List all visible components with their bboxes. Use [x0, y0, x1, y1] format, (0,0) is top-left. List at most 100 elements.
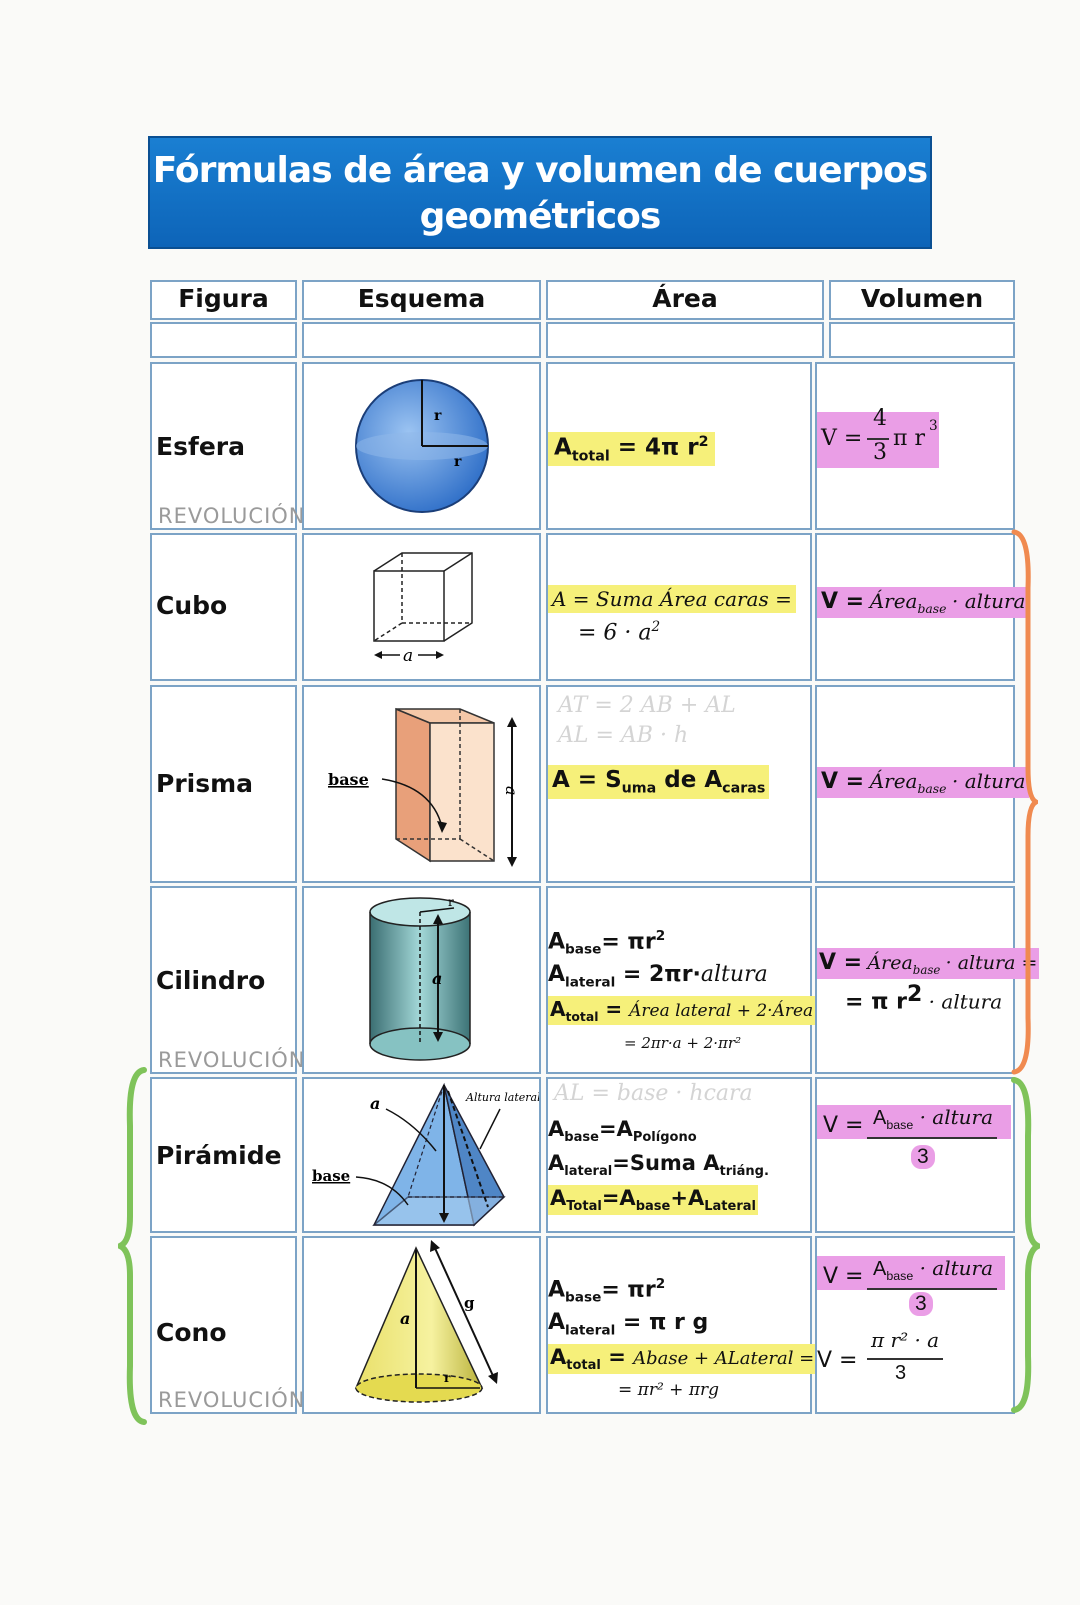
area-line-result: = πr² + πrg — [618, 1380, 719, 1400]
faint-erased-text: AT = 2 AB + AL — [558, 693, 736, 718]
symbol: A — [548, 929, 566, 955]
radius-label: r — [454, 454, 462, 470]
green-brace-left — [118, 1067, 147, 1425]
formula-lhs: V = — [823, 1264, 864, 1289]
subscript: triáng. — [719, 1164, 769, 1180]
formula-lhs: V = — [821, 426, 863, 451]
area-line-total: ATotal=Abase+ALateral — [548, 1185, 759, 1216]
formula-text: = 2πr· — [615, 962, 701, 987]
exponent: 2 — [698, 434, 709, 450]
row-esfera-area: Atotal = 4π r2 — [546, 362, 812, 530]
subscript: Lateral — [704, 1199, 757, 1215]
symbol: A — [550, 1345, 567, 1369]
row-esfera-esquema: r r — [302, 362, 541, 530]
subscript: base — [886, 1269, 914, 1283]
formula-lhs: V = — [821, 769, 865, 794]
row-esfera-volumen: V = 4 3 π r 3 — [815, 362, 1015, 530]
formula-text: Abase + ALateral = — [633, 1348, 815, 1369]
symbol: A — [548, 962, 566, 987]
denominator: 3 — [911, 1145, 935, 1169]
cube-diagram: a — [373, 552, 473, 666]
formula-text: = πr — [601, 1277, 656, 1303]
title-line-2: geométricos — [419, 196, 662, 237]
exponent: 2 — [907, 982, 923, 1007]
slant-label: g — [464, 1294, 475, 1312]
formula-text: A = S — [552, 767, 622, 793]
area-line-lateral: Alateral = 2πr·altura — [548, 962, 768, 990]
symbol: A — [548, 1117, 565, 1141]
formula-text: =Suma A — [612, 1151, 720, 1175]
header-esquema: Esquema — [302, 280, 541, 320]
row-piramide-figura: Pirámide — [150, 1077, 297, 1233]
exponent: 2 — [651, 619, 661, 635]
formula-text: · altura — [913, 1256, 994, 1280]
formula-text: · altura — [922, 989, 1003, 1014]
area-line-result: = 2πr·a + 2·πr² — [624, 1034, 742, 1052]
subscript: base — [565, 1289, 602, 1306]
symbol: A — [554, 434, 572, 461]
revolucion-note: REVOLUCIÓN — [158, 1388, 306, 1412]
subscript: lateral — [565, 974, 616, 991]
subscript: base — [917, 781, 947, 796]
volume-formula: V = Áreabase · altura — [817, 767, 1030, 798]
pyramid-diagram: a Altura lateral. base — [312, 1082, 544, 1227]
formula-text: = π r g — [615, 1310, 709, 1335]
denominator: 3 — [873, 440, 887, 465]
subscript: base — [564, 1130, 599, 1146]
height-label: a — [432, 969, 442, 988]
height-label: a — [400, 1309, 410, 1328]
row-cono-figura: Cono REVOLUCIÓN — [150, 1236, 305, 1414]
slant-height-label: Altura lateral. — [465, 1091, 539, 1104]
formula-text: = πr — [601, 929, 656, 955]
volume-formula: V = 4 3 π r 3 — [817, 406, 939, 468]
subscript: uma — [621, 780, 657, 797]
area-line-lateral: Alateral = π r g — [548, 1310, 708, 1338]
formula-text: altura — [700, 962, 768, 987]
formula-lhs: V = — [823, 1113, 864, 1138]
row-prisma-volumen: V = Áreabase · altura — [815, 685, 1030, 883]
symbol: A — [548, 1151, 565, 1175]
header-area: Área — [546, 280, 824, 320]
faint-erased-text: AL = AB · h — [558, 723, 689, 748]
symbol: A — [548, 1310, 566, 1335]
base-label: base — [312, 1167, 350, 1185]
row-cilindro-area: Abase= πr2 Alateral = 2πr·altura Atotal … — [546, 886, 881, 1074]
area-formula-line1: A = Suma Área caras = — [548, 585, 796, 613]
volume-formula: V = Áreabase · altura = — [817, 948, 1040, 979]
header-figura: Figura — [150, 280, 297, 320]
symbol: A — [550, 1186, 567, 1210]
subscript: lateral — [564, 1164, 613, 1180]
row-cilindro-esquema: r a — [302, 886, 541, 1074]
edge-label: a — [403, 646, 413, 666]
exponent: 3 — [929, 418, 938, 434]
row-piramide-volumen: V = Abase · altura 3 — [815, 1077, 1015, 1233]
formula-text: =A — [598, 1117, 633, 1141]
figure-name: Pirámide — [156, 1141, 282, 1170]
subscript: Total — [566, 1199, 602, 1215]
area-formula: A = Suma de Acaras — [548, 765, 770, 799]
denominator: 3 — [909, 1292, 933, 1316]
denominator: 3 — [895, 1362, 907, 1384]
row-prisma-esquema: a base — [302, 685, 541, 883]
exponent: 2 — [655, 1276, 666, 1292]
height-label: a — [370, 1094, 380, 1113]
formula-text: =A — [601, 1186, 636, 1210]
formula-text: = — [600, 1345, 634, 1369]
subscript: base — [912, 962, 941, 977]
formula-text: = 6 · a — [578, 620, 652, 646]
row-piramide-esquema: a Altura lateral. base — [302, 1077, 544, 1233]
numerator: Abase · altura — [873, 1256, 993, 1283]
fraction-bar — [867, 1358, 943, 1360]
subscript: Polígono — [632, 1130, 697, 1146]
orange-brace — [1011, 529, 1038, 1075]
subscript: lateral — [565, 1322, 616, 1339]
area-line-base: Abase= πr2 — [548, 1276, 665, 1306]
radius-label: r — [434, 408, 442, 424]
symbol: A — [548, 1277, 566, 1303]
symbol: A — [550, 997, 566, 1021]
cylinder-diagram: r a — [369, 895, 471, 1061]
formula-text: Área — [869, 769, 918, 793]
empty-cell — [829, 322, 1015, 358]
subscript: base — [635, 1199, 671, 1215]
